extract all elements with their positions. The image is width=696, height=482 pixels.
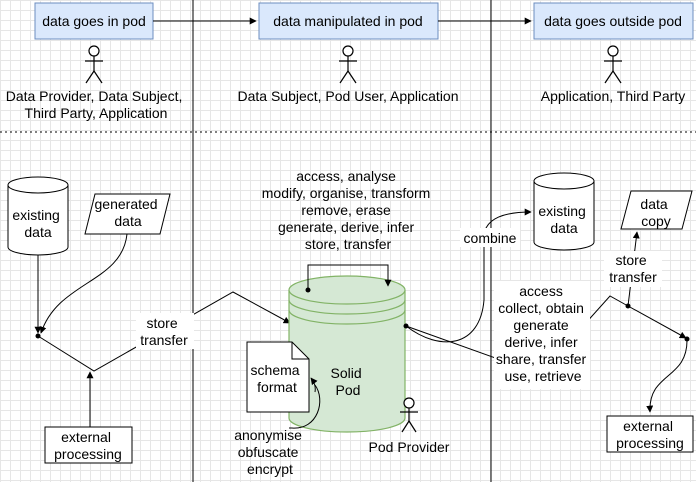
header-box-manip [258,2,439,40]
external-processing-box-left [44,426,133,464]
existing-data-label-left: existing data [12,207,63,240]
data-copy-label: data copy [640,196,671,229]
pod-operations-label: access, analyse modify, organise, transf… [262,168,434,252]
external-processing-label-right: external processing [616,418,684,451]
actor-label-manip: Data Subject, Pod User, Application [237,88,458,104]
solid-pod-label: Solid Pod [330,365,365,398]
solid-pod-cylinder [288,275,406,433]
store-transfer-label-bg-right [604,251,662,287]
edge-generated-to-merge [39,233,128,334]
existing-data-cylinder-right [533,172,595,251]
generated-data-label: generated data [95,196,162,229]
anonymise-loop [289,384,321,429]
combine-label: combine [464,230,517,246]
existing-data-label-right: existing data [538,203,589,236]
right-ops-label: access collect, obtain generate derive, … [496,283,590,384]
schema-format-label: schema format [251,362,304,395]
header-box-out [533,2,694,40]
anonymise-label: anonymise obfuscate encrypt [234,427,306,477]
external-processing-box-right [606,415,694,453]
pod-self-loop [307,264,392,290]
store-transfer-label-bg-left [136,313,194,349]
pod-provider-label: Pod Provider [369,439,450,455]
store-transfer-label-right: store transfer [609,252,657,285]
actor-icon-out [604,45,622,84]
generated-data-shape [84,193,171,235]
actor-icon-manip [339,45,357,84]
anonymise-loop-arrow [310,377,318,393]
header-label-out: data goes outside pod [544,13,682,29]
store-transfer-label-left: store transfer [140,315,188,348]
data-copy-shape [620,190,693,230]
combine-label-bg [460,228,520,247]
schema-format-document-fold [291,342,309,360]
existing-data-cylinder-left [7,176,69,256]
actor-label-in: Data Provider, Data Subject, Third Party… [6,88,187,121]
external-processing-label-left: external processing [54,429,122,462]
header-label-in: data goes in pod [42,13,146,29]
pod-provider-icon [400,397,418,433]
edge-to-external-right [646,338,688,413]
actor-icon-in [85,45,103,84]
header-box-in [34,2,154,40]
edge-pod-combine [405,208,532,343]
right-ops-label-bg [494,281,590,389]
header-label-manip: data manipulated in pod [273,13,422,29]
actor-label-out: Application, Third Party [541,88,685,104]
pod-self-loop-start [305,287,311,293]
